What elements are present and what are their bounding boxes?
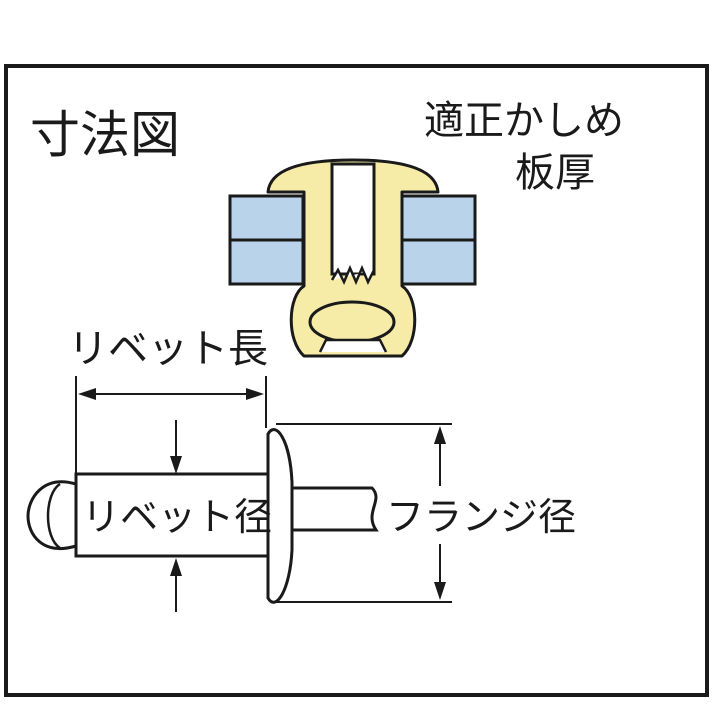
- left-upper-plate: [228, 194, 305, 242]
- right-upper-plate: [400, 194, 477, 242]
- grip-range-label-line1: 適正かしめ: [424, 98, 624, 144]
- flange-diameter-arrowhead-bottom: [434, 582, 446, 600]
- left-lower-plate: [228, 238, 305, 286]
- mandrel-blind-head: [26, 480, 78, 550]
- mandrel-break-line: [330, 264, 376, 286]
- rivet-length-arrowhead-right: [246, 388, 264, 400]
- rivet-diameter-dimension: [170, 420, 182, 612]
- flange-diameter-dimension: [276, 423, 452, 603]
- flange-diameter-arrowhead-top: [434, 426, 446, 444]
- rivet-diameter-arrowhead-bottom: [170, 558, 182, 576]
- rivet-length-label: リベット長: [68, 326, 268, 372]
- mandrel-head: [308, 300, 396, 344]
- rivet-side-view: [26, 428, 379, 604]
- flange-diameter-label: フランジ径: [386, 495, 576, 539]
- rivet-flange: [266, 428, 294, 604]
- rivet-length-arrowhead-left: [78, 388, 96, 400]
- mandrel-protrusion: [288, 486, 379, 532]
- rivet-length-dimension: [75, 376, 267, 474]
- mandrel-shaft: [330, 162, 376, 276]
- right-lower-plate: [400, 238, 477, 286]
- installed-rivet-section: [228, 158, 477, 358]
- diagram-title: 寸法図: [30, 106, 180, 164]
- blind-end-opening: [318, 338, 388, 353]
- mandrel-blind-head-inner: [46, 482, 61, 550]
- grip-range-label-line2: 板厚: [515, 150, 595, 196]
- rivet-diameter-label: リベット径: [82, 495, 272, 539]
- rivet-diameter-arrowhead-top: [170, 456, 182, 474]
